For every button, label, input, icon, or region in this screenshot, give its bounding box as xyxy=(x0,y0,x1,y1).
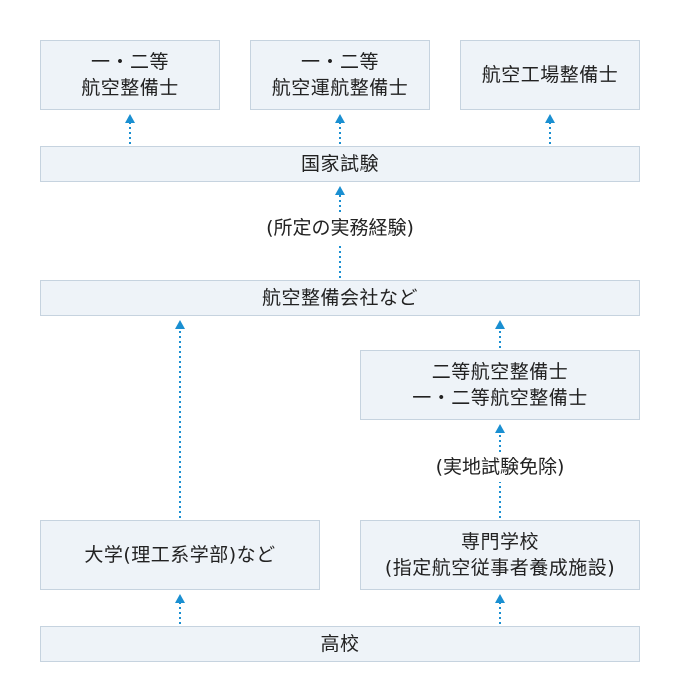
vocational-line2: (指定航空従事者養成施設) xyxy=(384,557,616,579)
qualification-line1: 航空工場整備士 xyxy=(481,64,619,86)
arrow-exam-to-factory-mechanic-head xyxy=(545,114,555,123)
arrow-exemption-to-grade2-head xyxy=(495,424,505,433)
qualification-box-factory-mechanic: 航空工場整備士 xyxy=(460,40,640,110)
grade2-line1: 二等航空整備士 xyxy=(431,361,569,383)
high-school-label: 高校 xyxy=(320,633,360,655)
vocational-school-box: 専門学校 (指定航空従事者養成施設) xyxy=(360,520,640,590)
high-school-box: 高校 xyxy=(40,626,640,662)
grade2-mechanic-box: 二等航空整備士 一・二等航空整備士 xyxy=(360,350,640,420)
company-box: 航空整備会社など xyxy=(40,280,640,316)
arrow-highschool-to-university-head xyxy=(175,594,185,603)
qualification-line2: 航空整備士 xyxy=(81,77,179,99)
qualification-box-operation-mechanic: 一・二等 航空運航整備士 xyxy=(250,40,430,110)
company-label: 航空整備会社など xyxy=(261,287,418,309)
university-box: 大学(理工系学部)など xyxy=(40,520,320,590)
arrow-experience-to-exam-head xyxy=(335,186,345,195)
arrow-grade2-to-company-head xyxy=(495,320,505,329)
qualification-line1: 一・二等 xyxy=(300,51,379,73)
vocational-line1: 専門学校 xyxy=(460,531,539,553)
qualification-line1: 一・二等 xyxy=(90,51,169,73)
arrow-exam-to-aircraft-mechanic-head xyxy=(125,114,135,123)
arrow-university-to-company-head xyxy=(175,320,185,329)
qualification-box-aircraft-mechanic: 一・二等 航空整備士 xyxy=(40,40,220,110)
university-label: 大学(理工系学部)など xyxy=(84,544,276,566)
grade2-line2: 一・二等航空整備士 xyxy=(412,387,588,409)
qualification-line2: 航空運航整備士 xyxy=(271,77,409,99)
national-exam-label: 国家試験 xyxy=(300,153,379,175)
experience-label: (所定の実務経験) xyxy=(230,215,450,241)
national-exam-box: 国家試験 xyxy=(40,146,640,182)
exemption-label: (実地試験免除) xyxy=(400,454,600,480)
arrow-exam-to-operation-mechanic-head xyxy=(335,114,345,123)
arrow-highschool-to-vocational-head xyxy=(495,594,505,603)
